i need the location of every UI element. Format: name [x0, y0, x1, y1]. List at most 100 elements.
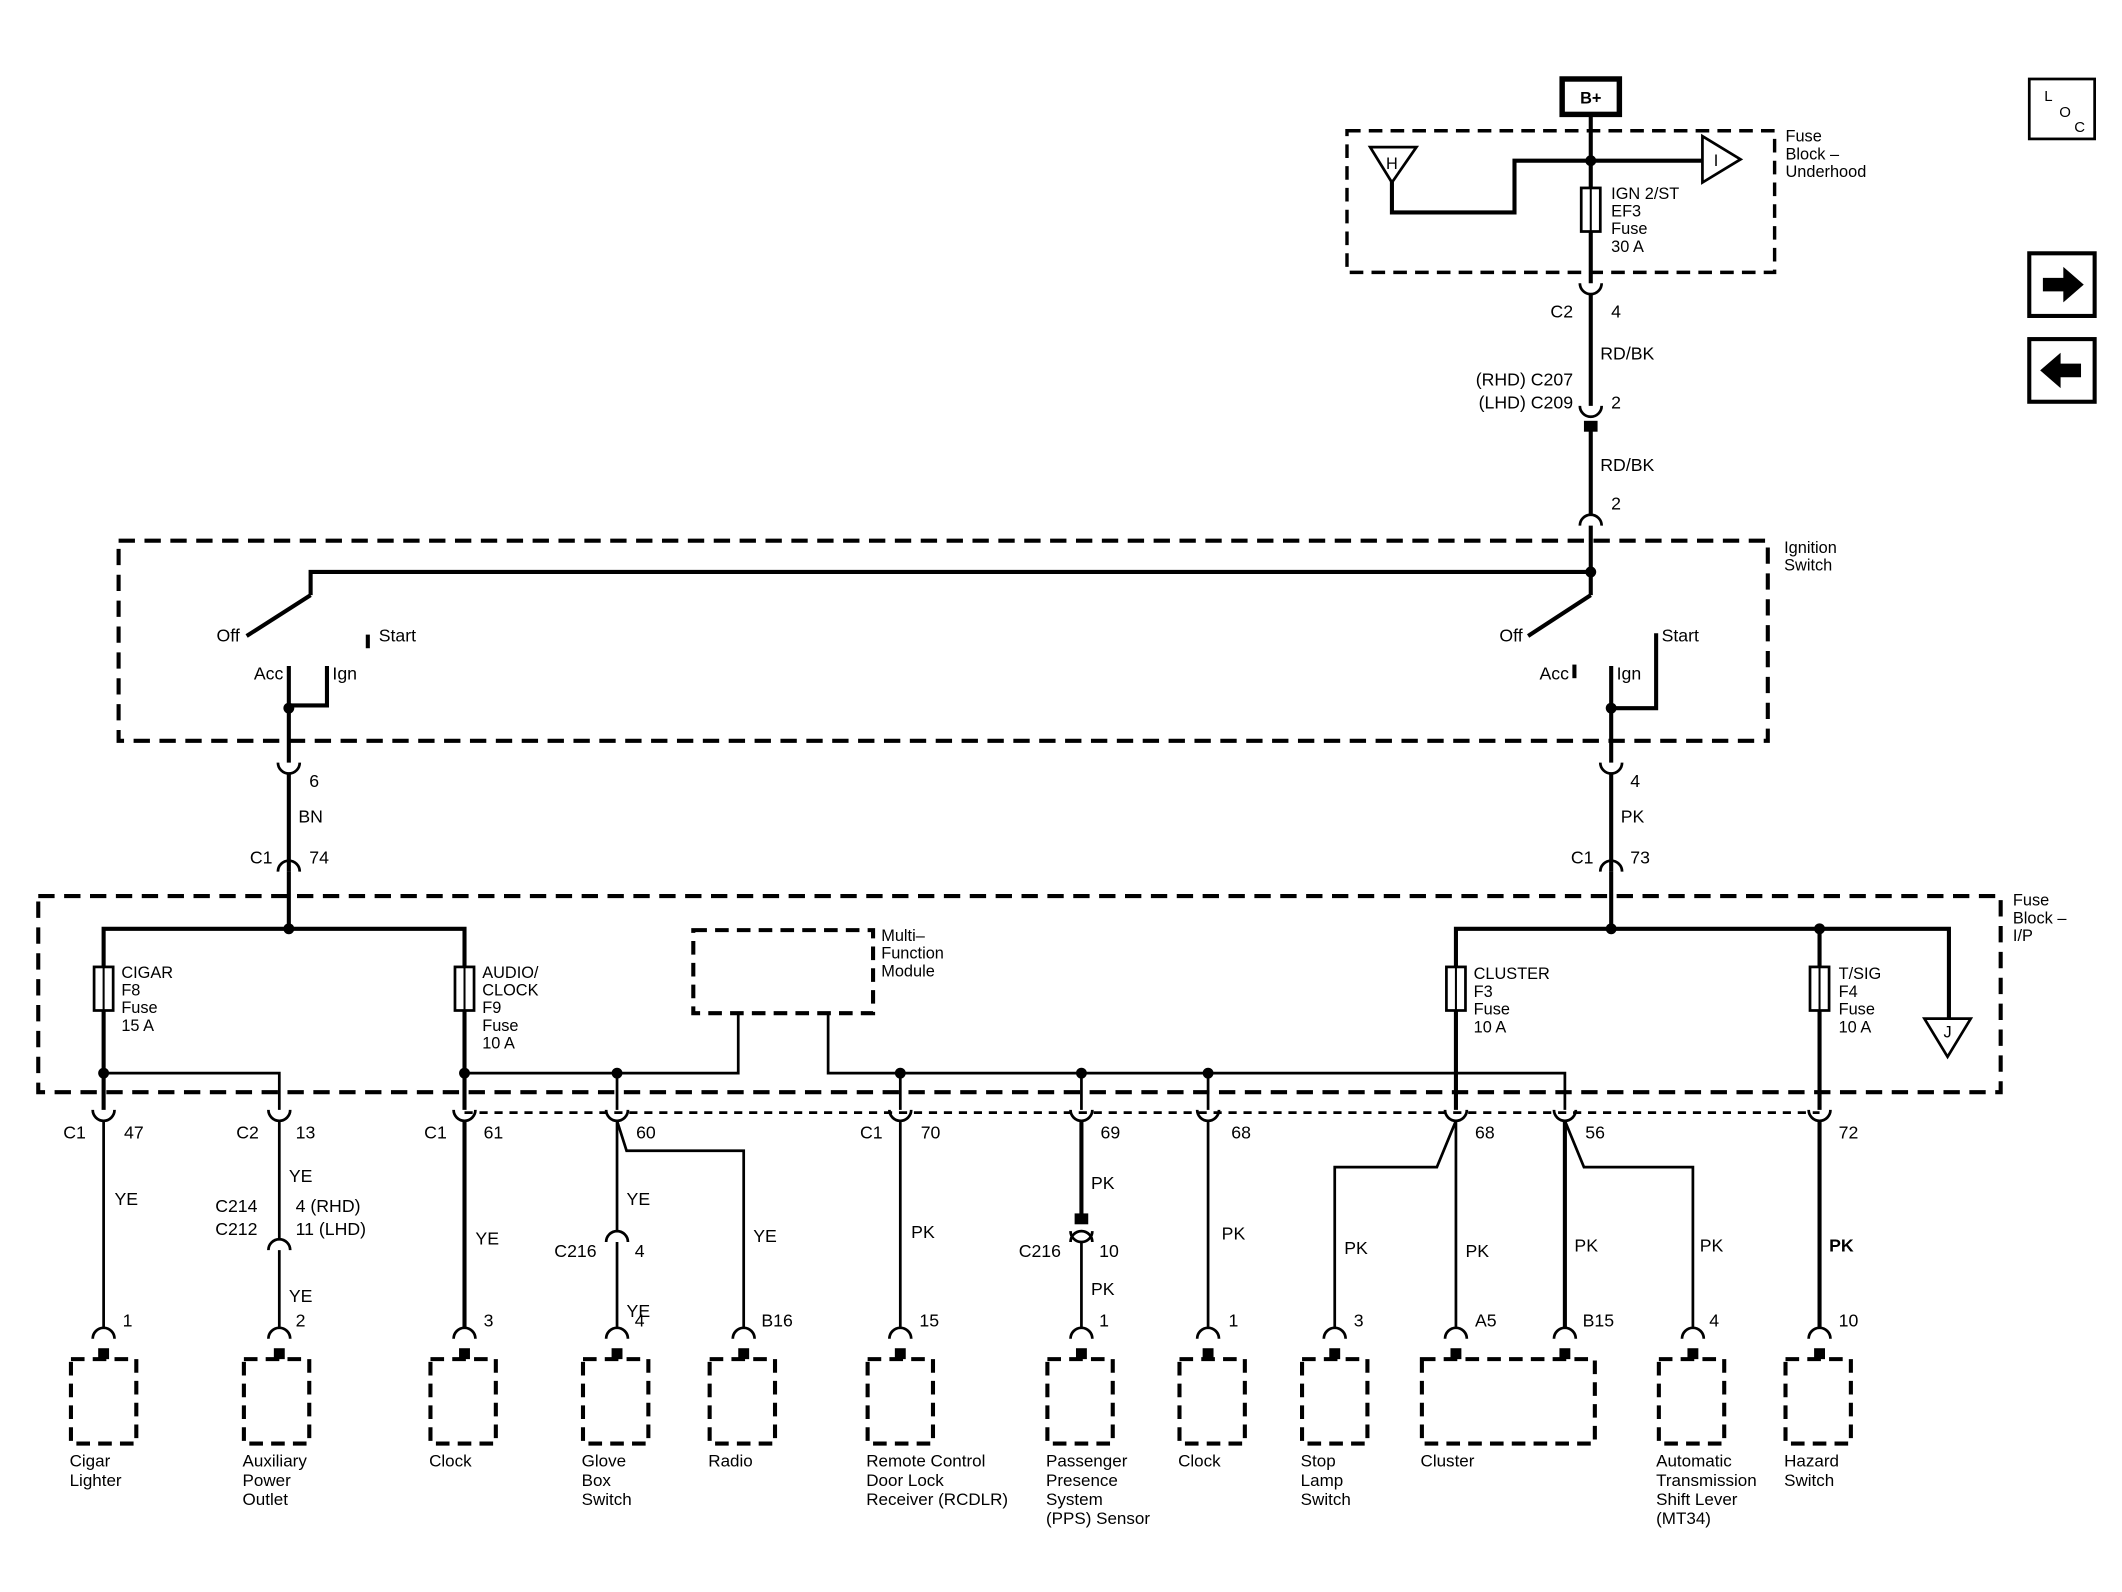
fuse-block-ip-label-3: I/P: [2013, 927, 2033, 945]
flag-j-label: J: [1943, 1024, 1951, 1042]
wire-label-aux-1: YE: [289, 1166, 313, 1186]
c216a-pin: 4: [635, 1241, 645, 1261]
out-conn-3: C1: [424, 1123, 447, 1143]
load-pin-glove: 4: [635, 1310, 645, 1330]
f8-label-4: 15 A: [121, 1017, 154, 1035]
comp-cigar-2: Lighter: [70, 1471, 122, 1490]
auxiliary-power-outlet-box: [241, 1357, 312, 1446]
comp-pps-1: Passenger: [1046, 1452, 1128, 1471]
comp-stop-2: Lamp: [1301, 1471, 1344, 1490]
c212-label: C212: [215, 1219, 257, 1239]
right-acc-label: Acc: [1539, 664, 1569, 684]
load-pin-radio: B16: [761, 1310, 793, 1330]
ignition-switch-label-1: Ignition: [1784, 539, 1837, 557]
load-pin-hazard: 10: [1839, 1310, 1859, 1330]
comp-rcdlr-1: Remote Control: [866, 1452, 985, 1471]
comp-rcdlr-3: Receiver (RCDLR): [866, 1490, 1008, 1509]
right-out-pin: 4: [1630, 771, 1640, 791]
c216a-label: C216: [554, 1241, 596, 1261]
out-conn-5: C1: [860, 1123, 883, 1143]
cluster-box: [1419, 1357, 1597, 1446]
comp-glove-1: Glove: [582, 1452, 626, 1471]
inline-pin: 2: [1611, 393, 1621, 413]
comp-cigar-1: Cigar: [70, 1452, 111, 1471]
load-pin-cigar: 1: [123, 1310, 133, 1330]
out-pin-2: 13: [296, 1123, 316, 1143]
f9-label-2: CLOCK: [482, 982, 538, 1000]
loc-letter-l: L: [2044, 88, 2052, 105]
out-pin-7: 68: [1231, 1123, 1251, 1143]
wire-label-rcdlr: PK: [911, 1222, 935, 1242]
comp-shift-3: Shift Lever: [1656, 1490, 1738, 1509]
wire-rdbk-1: RD/BK: [1600, 344, 1654, 364]
rcdlr-box: [865, 1357, 936, 1446]
next-page-button[interactable]: [2027, 251, 2097, 318]
right-out-conn: C1: [1571, 847, 1594, 867]
left-out-conn: C1: [250, 847, 273, 867]
c216b-pin: 10: [1099, 1241, 1119, 1261]
comp-shift-1: Automatic: [1656, 1452, 1732, 1471]
inline-lhd-label: (LHD) C209: [1479, 393, 1573, 413]
loc-letter-o: O: [2059, 104, 2071, 121]
load-pin-clock2: 1: [1229, 1310, 1239, 1330]
fuse-block-underhood-label-2: Block –: [1786, 145, 1840, 163]
loc-button[interactable]: L O C: [2027, 77, 2097, 141]
wire-label-aux-2: YE: [289, 1286, 313, 1306]
load-pin-pps: 1: [1099, 1310, 1109, 1330]
out-pin-4: 60: [636, 1123, 656, 1143]
load-pin-cluster-b15: B15: [1583, 1310, 1615, 1330]
flag-j-icon: [1921, 1017, 1974, 1060]
left-start-label: Start: [379, 625, 416, 645]
mfm-label-1: Multi–: [881, 927, 925, 945]
fuse-block-ip-label-2: Block –: [2013, 909, 2067, 927]
comp-aux-2: Power: [243, 1471, 292, 1490]
comp-pps-4: (PPS) Sensor: [1046, 1509, 1150, 1528]
f9-label-3: F9: [482, 999, 501, 1017]
left-out-conn-pin: 74: [309, 847, 329, 867]
out-pin-10: 72: [1839, 1123, 1859, 1143]
comp-cluster-1: Cluster: [1421, 1452, 1475, 1471]
ef3-label-2: EF3: [1611, 203, 1641, 221]
comp-stop-3: Switch: [1301, 1490, 1351, 1509]
c216b-label: C216: [1019, 1241, 1061, 1261]
out-pin-6: 69: [1100, 1123, 1120, 1143]
mfm-label-3: Module: [881, 962, 935, 980]
load-pin-clock: 3: [484, 1310, 494, 1330]
wire-label-pps-1: PK: [1091, 1173, 1115, 1193]
comp-radio-1: Radio: [708, 1452, 752, 1471]
radio-box: [707, 1357, 778, 1446]
load-pin-stop: 3: [1354, 1310, 1364, 1330]
comp-shift-2: Transmission: [1656, 1471, 1757, 1490]
left-out-wire: BN: [298, 807, 323, 827]
comp-hazard-2: Switch: [1784, 1471, 1834, 1490]
comp-glove-2: Box: [582, 1471, 612, 1490]
out-pin-3: 61: [484, 1123, 504, 1143]
comp-shift-4: (MT34): [1656, 1509, 1711, 1528]
wire-rdbk-2: RD/BK: [1600, 455, 1654, 475]
flag-i-label: I: [1714, 152, 1719, 170]
right-arrow-icon: [2042, 266, 2084, 303]
f9-label-1: AUDIO/: [482, 964, 539, 982]
pps-sensor-box: [1045, 1357, 1115, 1446]
wire-label-clock2: PK: [1222, 1223, 1246, 1243]
f4-label-2: F4: [1839, 983, 1858, 1001]
right-out-wire: PK: [1621, 807, 1645, 827]
comp-clock-1: Clock: [429, 1452, 472, 1471]
load-pin-aux: 2: [296, 1310, 306, 1330]
wire-label-cigar: YE: [115, 1189, 139, 1209]
fuse-block-ip-outline: [36, 894, 2003, 1095]
ign-input-pin: 2: [1611, 493, 1621, 513]
prev-page-button[interactable]: [2027, 337, 2097, 404]
out-pin-9: 56: [1585, 1123, 1605, 1143]
left-arrow-icon: [2040, 352, 2082, 389]
wire-label-glove-1: YE: [627, 1189, 651, 1209]
wire-label-glove-2: YE: [627, 1301, 651, 1321]
comp-pps-3: System: [1046, 1490, 1103, 1509]
ignition-switch-label-2: Switch: [1784, 557, 1832, 575]
right-out-conn-pin: 73: [1630, 847, 1650, 867]
comp-glove-3: Switch: [582, 1490, 632, 1509]
wire-label-cluster-b15: PK: [1574, 1236, 1598, 1256]
c214-label: C214: [215, 1196, 257, 1216]
ef3-label-3: Fuse: [1611, 220, 1647, 238]
